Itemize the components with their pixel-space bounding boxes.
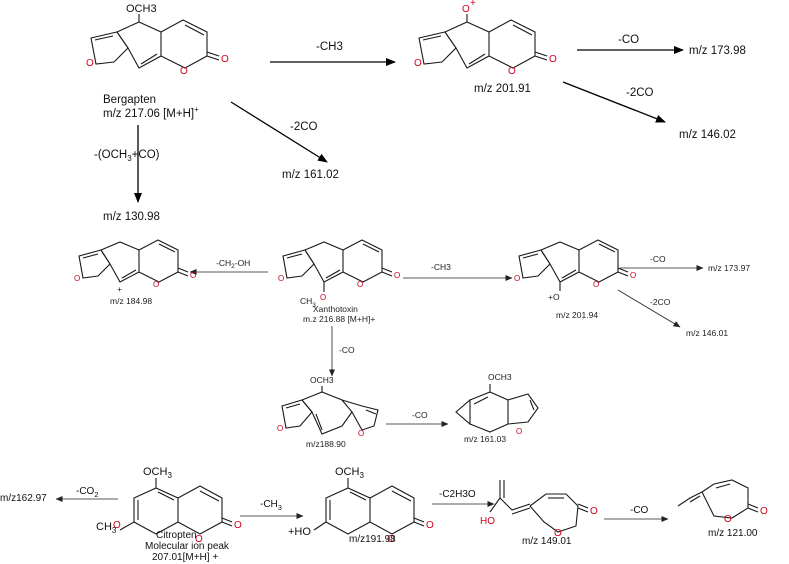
loss-2co-label: -2CO [290,121,318,133]
ion-161-03-substituent: OCH3 [488,372,512,382]
ion-162-97-label: m/z162.97 [0,493,47,504]
ion-173-97-label: m/z 173.97 [708,263,750,273]
loss-2co-label: -2CO [650,297,671,307]
ion-201-94-structure: +O O O O [514,239,636,302]
loss-ch3-label: -CH3 [316,41,343,53]
citropten-name: Citropten [156,530,197,541]
atom-o: O [180,66,188,77]
atom-o: O [593,280,599,289]
ion-121-00-structure: O O [677,479,768,525]
ion-173-98-label: m/z 173.98 [689,45,746,57]
arrow-loss-2co [562,81,666,123]
atom-o: O [554,528,562,539]
ion-149-01-group: HO [480,516,495,527]
citropten-structure: OCH3 CH3 O O O [96,466,242,545]
loss-co-label: -CO [618,34,639,46]
atom-o: O [514,274,520,283]
ion-191-98-group: +HO [288,526,311,538]
ion-191-98-label: m/z191.98 [349,534,396,545]
citropten-desc: Molecular ion peak [145,541,230,552]
citropten-sub-left: CH3 [96,521,117,535]
atom-o: O [221,54,229,65]
loss-2co-label: -2CO [626,87,654,99]
ion-201-94-group: +O [548,292,560,302]
atom-o: O [549,54,557,65]
loss-co2-label: -CO2 [76,486,99,499]
ion-161-03-label: m/z 161.03 [464,434,506,444]
atom-o: O [358,429,364,438]
bergapten-mz: m/z 217.06 [M+H]+ [103,105,199,120]
atom-o: O [234,520,242,531]
ion-201-91-structure: O + O O O [414,0,557,77]
ion-149-01-structure: HO O O [480,480,598,539]
xanthotoxin-substituent: CH3 [300,296,316,309]
atom-o: O [630,271,636,280]
ion-184-98-structure: O O O + [74,239,196,294]
ion-146-01-label: m/z 146.01 [686,328,728,338]
ion-191-98-structure: OCH3 +HO O O [288,466,434,545]
ion-188-90-label: m/z188.90 [306,439,346,449]
atom-o: O [516,427,522,436]
loss-c2h3o-label: -C2H3O [439,489,476,500]
loss-ch2-oh-label: -CH2-OH [216,258,250,270]
atom-o: O [278,274,284,283]
atom-o: O [508,66,516,77]
atom-o: O [724,514,732,525]
atom-o: O [113,520,121,531]
loss-ch3-label: -CH3 [431,262,451,272]
loss-co-label: -CO [412,410,428,420]
xanthotoxin-name: Xanthotoxin [313,304,358,314]
ion-146-02-label: m/z 146.02 [679,129,736,141]
ion-121-00-label: m/z 121.00 [708,528,758,539]
ion-184-98-label: m/z 184.98 [110,296,152,306]
ion-130-98-label: m/z 130.98 [103,211,160,223]
arrow-loss-2co [617,289,681,328]
atom-o: O [394,271,400,280]
loss-co-label: -CO [650,254,666,264]
citropten-sub-top: OCH3 [143,466,172,480]
loss-co-label: -CO [630,505,649,516]
citropten-mz: 207.01[M+H] + [152,552,218,563]
atom-o: O [195,534,203,545]
bergapten-structure: OCH3 O O O [86,3,229,77]
atom-o: O [277,424,283,433]
ion-161-02-label: m/z 161.02 [282,169,339,181]
loss-och3-co-label: -(OCH3+CO) [94,149,160,163]
ion-188-90-substituent: OCH3 [310,375,334,385]
loss-ch3-label: -CH3 [260,499,282,512]
atom-o: O [387,534,395,545]
atom-o: O [153,280,159,289]
ion-charge: + [470,0,476,9]
bergapten-substituent: OCH3 [126,3,157,15]
atom-o: O [462,4,470,15]
ion-161-03-structure: OCH3 O [455,372,539,436]
ion-201-91-label: m/z 201.91 [474,83,531,95]
loss-co-label: -CO [339,345,355,355]
ion-149-01-label: m/z 149.01 [522,536,572,547]
ion-201-94-label: m/z 201.94 [556,310,598,320]
atom-o: O [414,58,422,69]
ion-188-90-structure: OCH3 O O [277,375,379,438]
atom-o: O [320,293,326,302]
xanthotoxin-mz: m.z 216.88 [M+H]+ [303,314,375,324]
atom-o: O [190,271,196,280]
atom-o: O [357,280,363,289]
atom-o: O [426,520,434,531]
ion-191-98-top: OCH3 [335,466,364,480]
arrow-loss-2co [230,101,328,163]
atom-o: O [86,58,94,69]
atom-o: O [760,506,768,517]
bergapten-name: Bergapten [103,94,156,106]
atom-o: O [74,274,80,283]
atom-o: O [590,506,598,517]
ion-charge: + [117,284,122,294]
xanthotoxin-structure: O CH3 O O O [278,239,400,309]
